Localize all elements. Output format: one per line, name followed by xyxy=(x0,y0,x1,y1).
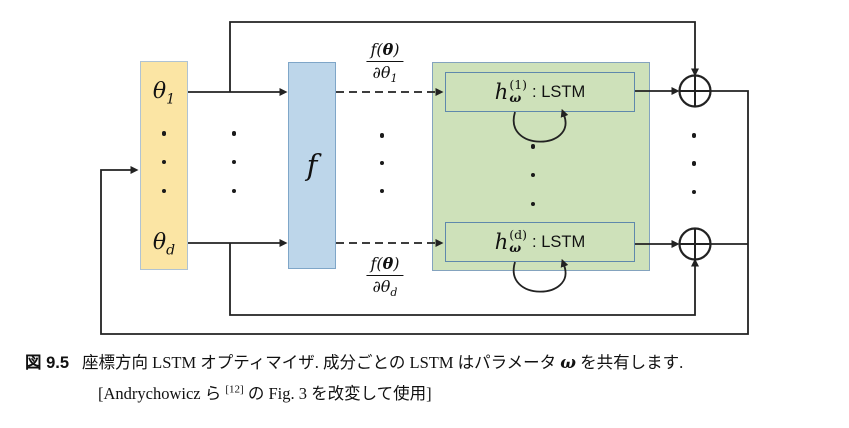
theta-1-label: θ1 xyxy=(152,79,176,108)
ellipsis-dots-panel xyxy=(530,144,536,206)
ellipsis-dots-sums xyxy=(691,133,697,194)
wires-layer xyxy=(100,21,749,335)
citation-superscript: [12] xyxy=(225,383,244,396)
f-label: f xyxy=(306,148,318,182)
ellipsis-dots-theta xyxy=(161,131,167,193)
gradient-top-label: f(θ) ∂θ1 xyxy=(366,40,404,89)
lstm-1-h-symbol: h xyxy=(494,80,509,104)
lstm-1-box: h(1)ω: LSTM xyxy=(445,72,635,112)
sum-bottom-icon xyxy=(678,227,712,261)
update-loop-wire xyxy=(100,90,749,335)
omega-symbol: ω xyxy=(560,353,576,372)
ellipsis-dots-col2 xyxy=(231,131,237,193)
lstm-d-label: : LSTM xyxy=(532,232,586,251)
lstm-1-supsub: (1)ω xyxy=(509,76,528,105)
figure-caption: 図 9.5 座標方向 LSTM オプティマイザ. 成分ごとの LSTM はパラメ… xyxy=(25,353,683,404)
ellipsis-dots-col3 xyxy=(379,133,385,193)
caption-line-2: [Andrychowicz ら [12] の Fig. 3 を改変して使用] xyxy=(98,383,432,403)
lstm-1-label: : LSTM xyxy=(532,82,586,101)
lstm-d-supsub: (d)ω xyxy=(509,226,528,255)
gradient-bottom-label: f(θ) ∂θd xyxy=(366,254,404,303)
caption-text: 座標方向 LSTM オプティマイザ. 成分ごとの LSTM はパラメータ ω を… xyxy=(82,353,684,372)
lstm-d-h-symbol: h xyxy=(494,230,509,254)
figure-number: 図 9.5 xyxy=(25,354,70,372)
lstm-d-box: h(d)ω: LSTM xyxy=(445,222,635,262)
theta-d-label: θd xyxy=(152,230,176,259)
caption-line-1: 図 9.5 座標方向 LSTM オプティマイザ. 成分ごとの LSTM はパラメ… xyxy=(25,353,683,373)
sum-top-icon xyxy=(678,74,712,108)
